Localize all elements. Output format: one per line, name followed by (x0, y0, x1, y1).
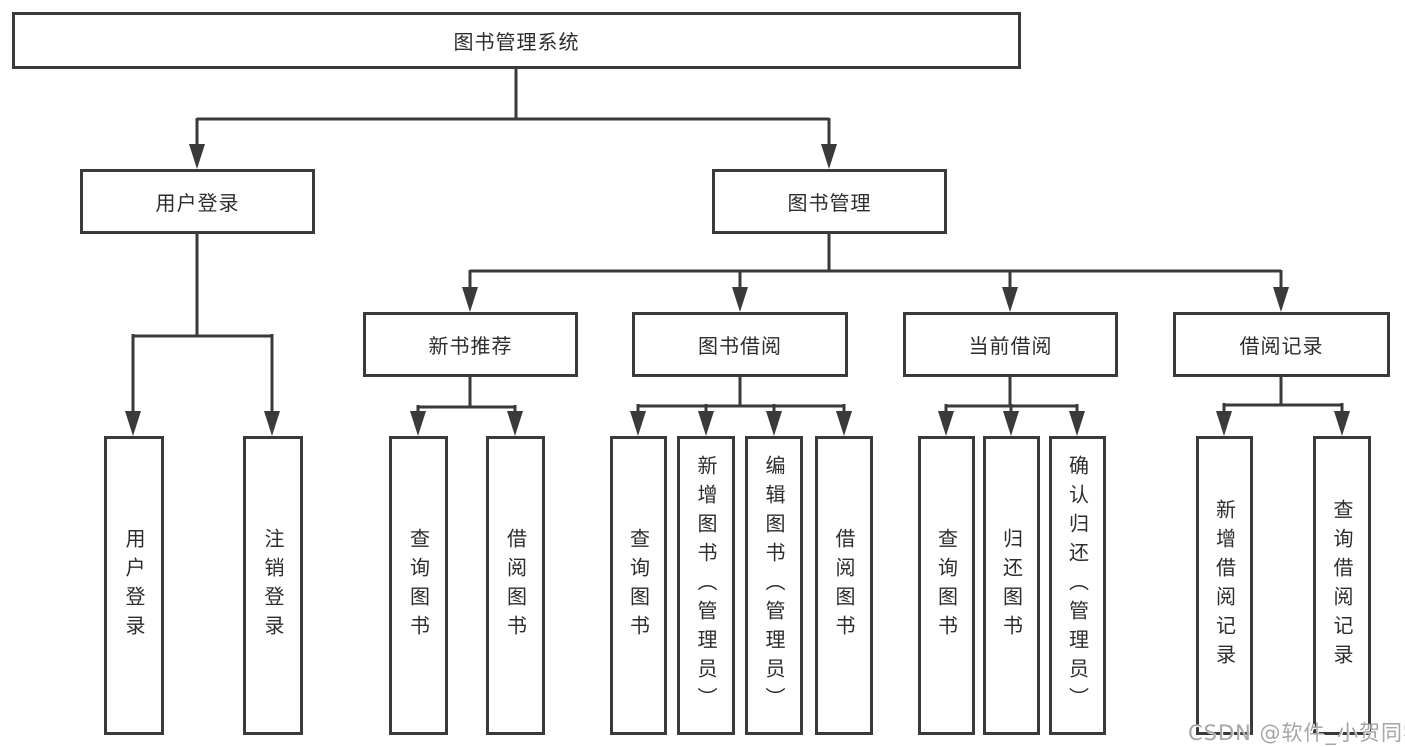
leaf-add-borrow-record: 新增借阅记录 (1196, 436, 1253, 735)
leaf-logout-label: 注销登录 (261, 527, 285, 644)
leaf-add-books-admin-label: 新增图书（管理员） (694, 455, 718, 716)
leaf-edit-books-admin: 编辑图书（管理员） (745, 436, 803, 735)
leaf-logout: 注销登录 (243, 436, 303, 735)
leaf-confirm-return-admin: 确认归还（管理员） (1049, 436, 1106, 735)
node-book-management-label: 图书管理 (787, 191, 872, 215)
leaf-query-books-recommend: 查询图书 (389, 436, 448, 735)
leaf-query-borrow-record: 查询借阅记录 (1313, 436, 1371, 735)
node-current-borrow: 当前借阅 (903, 312, 1118, 377)
leaf-confirm-return-admin-label: 确认归还（管理员） (1065, 455, 1090, 716)
node-book-management: 图书管理 (712, 169, 947, 234)
arrowheads (125, 144, 1350, 436)
node-root-label: 图书管理系统 (453, 30, 580, 54)
leaf-query-books-borrow: 查询图书 (610, 436, 667, 735)
leaf-query-books-current: 查询图书 (918, 436, 975, 735)
csdn-watermark: CSDN @软件_小贺同学 (1188, 721, 1405, 745)
leaf-borrow-books-recommend-label: 借阅图书 (503, 527, 528, 644)
node-book-borrow-label: 图书借阅 (698, 334, 782, 358)
leaf-return-books: 归还图书 (983, 436, 1040, 735)
node-new-book-recommend-label: 新书推荐 (428, 334, 513, 358)
leaf-query-books-recommend-label: 查询图书 (406, 527, 431, 644)
leaf-add-borrow-record-label: 新增借阅记录 (1212, 498, 1237, 673)
leaf-user-login-label: 用户登录 (122, 527, 146, 644)
leaf-query-books-borrow-label: 查询图书 (626, 527, 651, 644)
node-new-book-recommend: 新书推荐 (363, 312, 578, 377)
leaf-user-login: 用户登录 (104, 436, 164, 735)
node-root: 图书管理系统 (12, 12, 1021, 69)
node-book-borrow: 图书借阅 (632, 312, 848, 377)
leaf-borrow-books-recommend: 借阅图书 (486, 436, 545, 735)
leaf-query-borrow-record-label: 查询借阅记录 (1330, 498, 1354, 673)
leaf-borrow-books: 借阅图书 (815, 436, 873, 735)
node-user-login: 用户登录 (80, 169, 315, 234)
leaf-borrow-books-label: 借阅图书 (832, 527, 856, 644)
node-current-borrow-label: 当前借阅 (968, 334, 1053, 358)
leaf-query-books-current-label: 查询图书 (934, 527, 959, 644)
node-borrow-records-label: 借阅记录 (1239, 334, 1324, 358)
leaf-edit-books-admin-label: 编辑图书（管理员） (762, 455, 786, 716)
node-borrow-records: 借阅记录 (1173, 312, 1390, 377)
leaf-return-books-label: 归还图书 (999, 527, 1024, 644)
leaf-add-books-admin: 新增图书（管理员） (677, 436, 735, 735)
node-user-login-label: 用户登录 (155, 191, 240, 215)
